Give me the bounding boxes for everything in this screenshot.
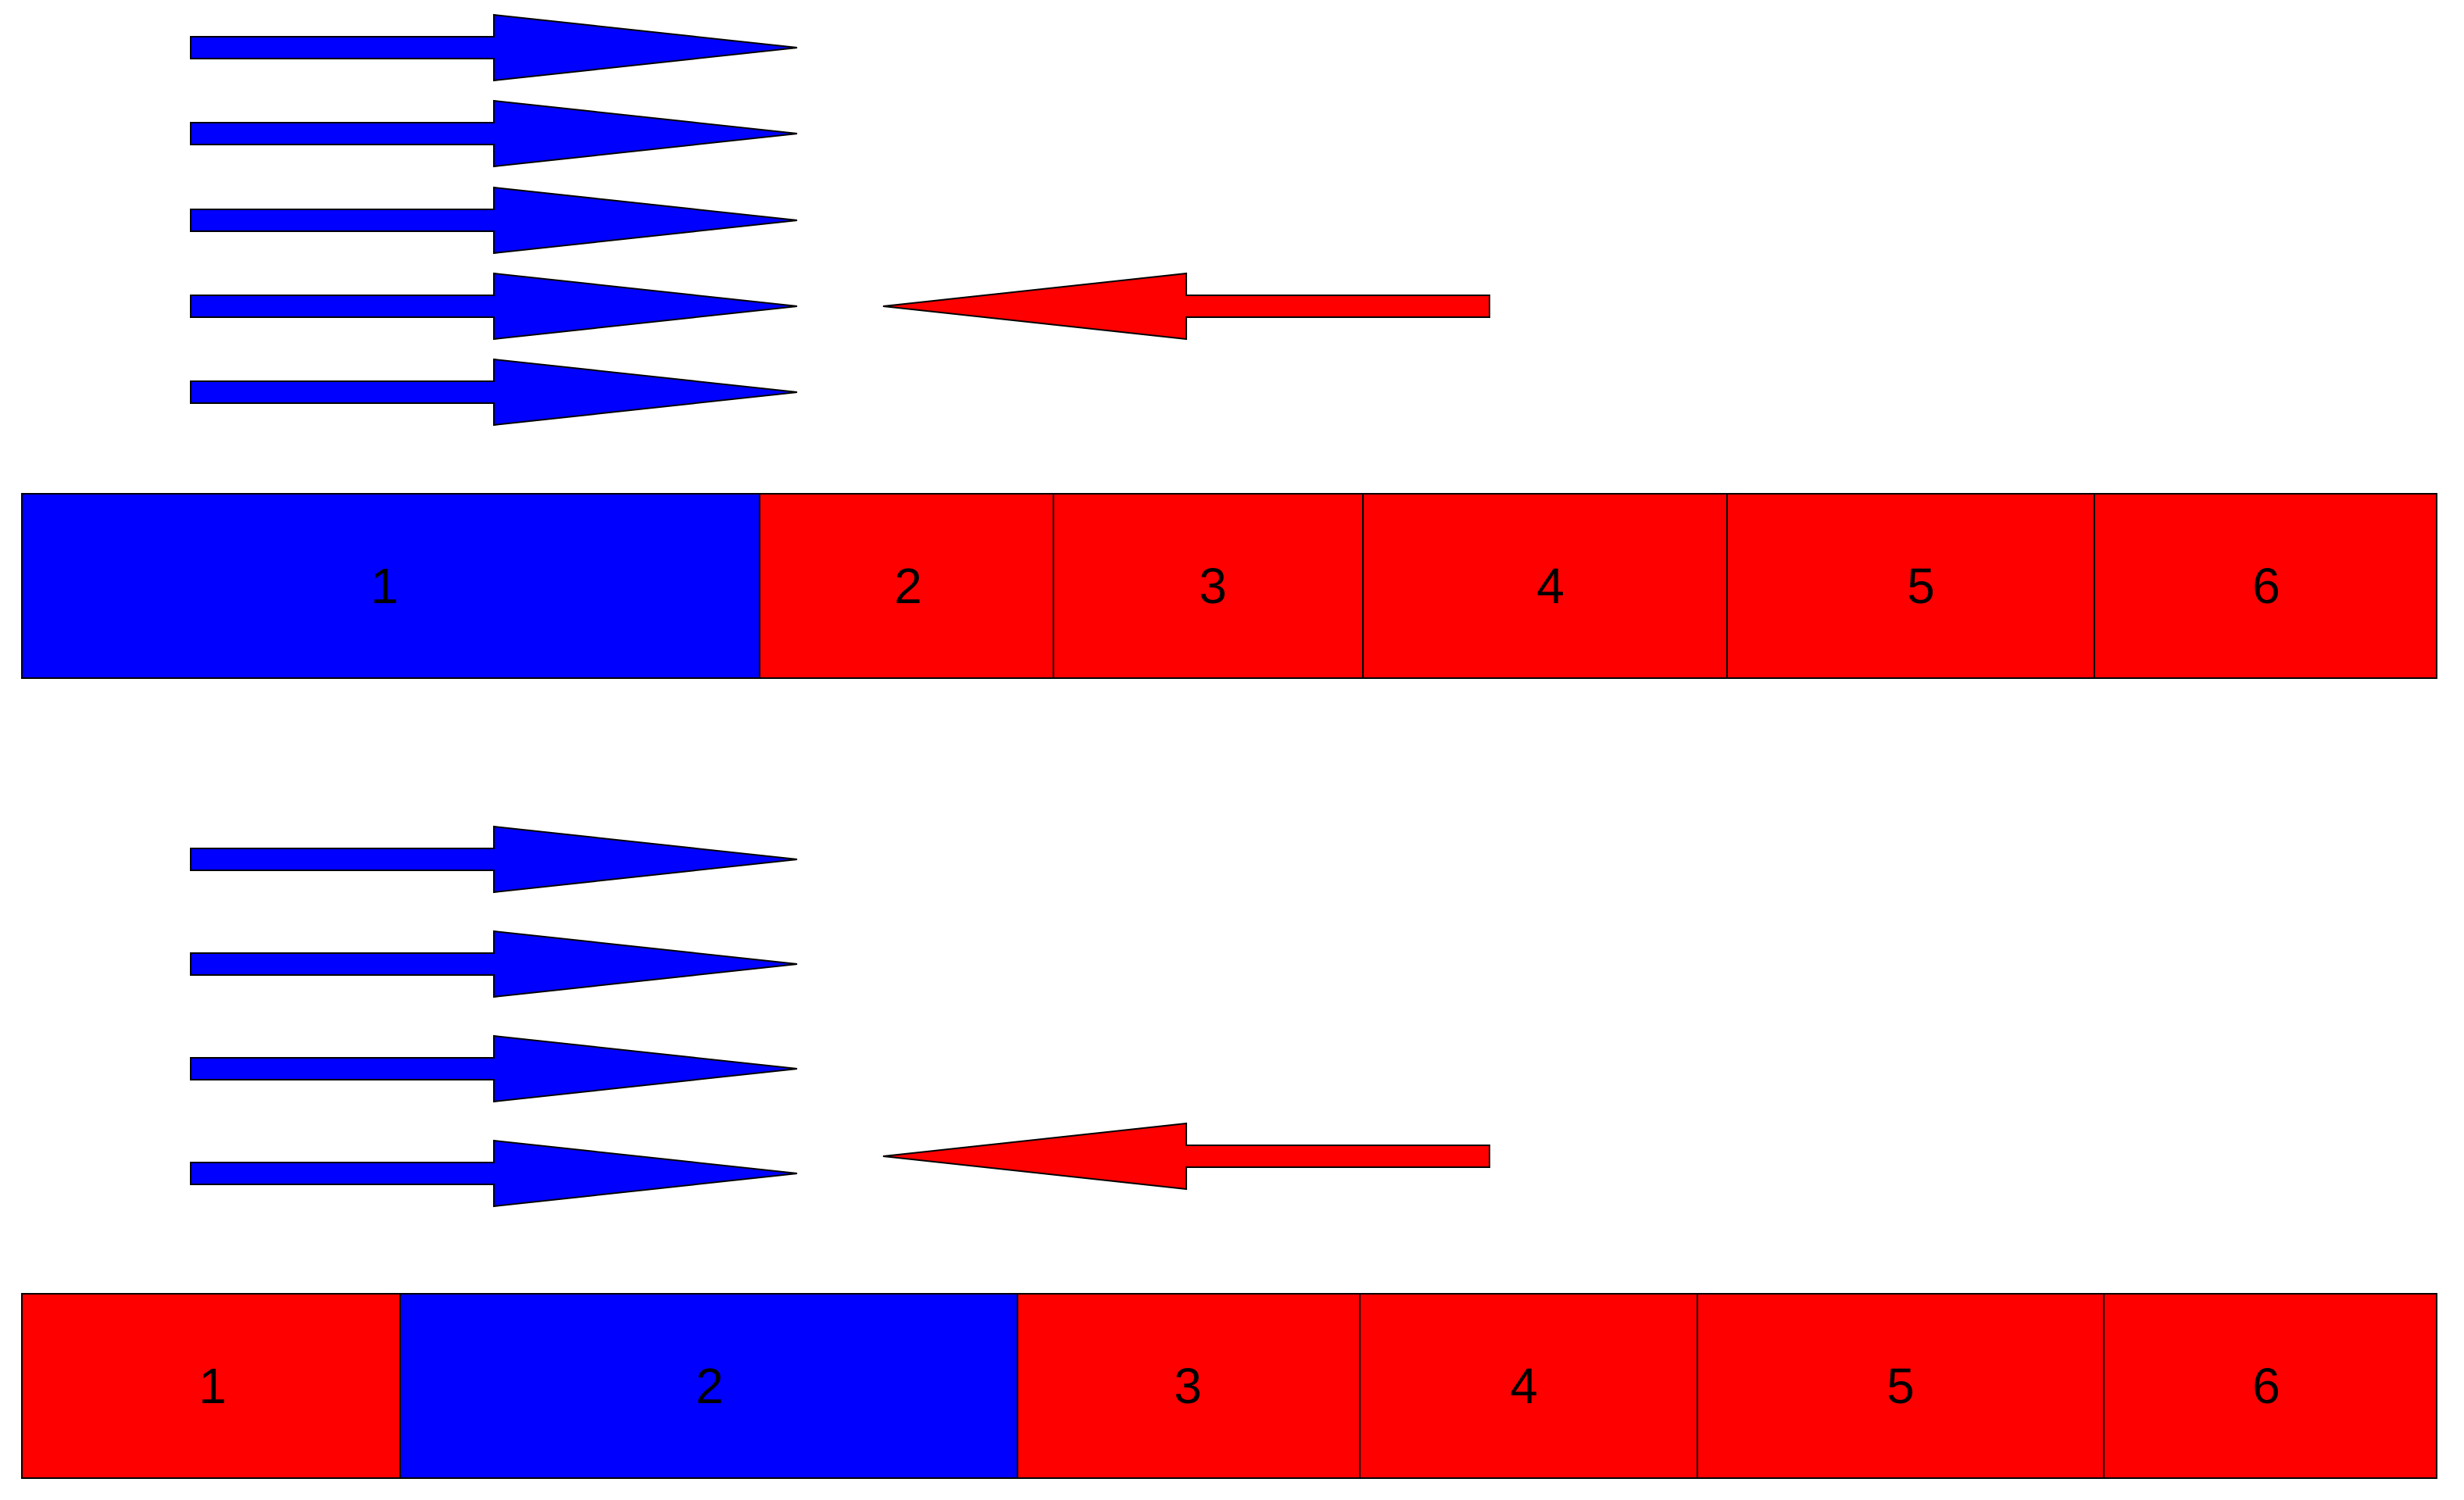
segment-label: 4	[1510, 1358, 1538, 1414]
segment-label: 1	[370, 558, 399, 614]
segment-label: 5	[1907, 558, 1935, 614]
top-panel: 1 2 3 4 5 6	[21, 13, 2437, 679]
segment-5	[1726, 493, 2095, 679]
segment-label: 6	[2252, 1358, 2280, 1414]
segment-label: 1	[198, 1358, 227, 1414]
segment-2	[759, 493, 1054, 679]
blue-right-arrow-icon	[190, 930, 798, 998]
segment-4	[1359, 1293, 1698, 1479]
blue-right-arrow-icon	[190, 13, 798, 82]
bottom-panel: 1 2 3 4 5 6	[21, 825, 2437, 1479]
segment-3	[1053, 493, 1364, 679]
segment-label: 4	[1536, 558, 1565, 614]
segment-6	[2094, 493, 2437, 679]
segment-bar: 1 2 3 4 5 6	[21, 493, 2437, 679]
blue-right-arrow-icon	[190, 186, 798, 255]
segment-1	[21, 1293, 401, 1479]
segment-label: 5	[1886, 1358, 1915, 1414]
blue-right-arrow-icon	[190, 1034, 798, 1103]
segment-label: 2	[894, 558, 922, 614]
blue-right-arrow-icon	[190, 358, 798, 427]
segment-bar: 1 2 3 4 5 6	[21, 1293, 2437, 1479]
blue-right-arrow-icon	[190, 825, 798, 894]
blue-right-arrow-icon	[190, 1139, 798, 1208]
segment-1	[21, 493, 760, 679]
blue-right-arrow-icon	[190, 99, 798, 168]
segment-label: 6	[2252, 558, 2280, 614]
red-left-arrow-icon	[882, 272, 1490, 341]
segment-3	[1017, 1293, 1361, 1479]
segment-label: 3	[1199, 558, 1227, 614]
segment-6	[2103, 1293, 2437, 1479]
segment-label: 3	[1174, 1358, 1202, 1414]
segment-label: 2	[696, 1358, 724, 1414]
blue-right-arrow-icon	[190, 272, 798, 341]
segment-4	[1362, 493, 1728, 679]
segment-2	[399, 1293, 1018, 1479]
red-left-arrow-icon	[882, 1122, 1490, 1191]
